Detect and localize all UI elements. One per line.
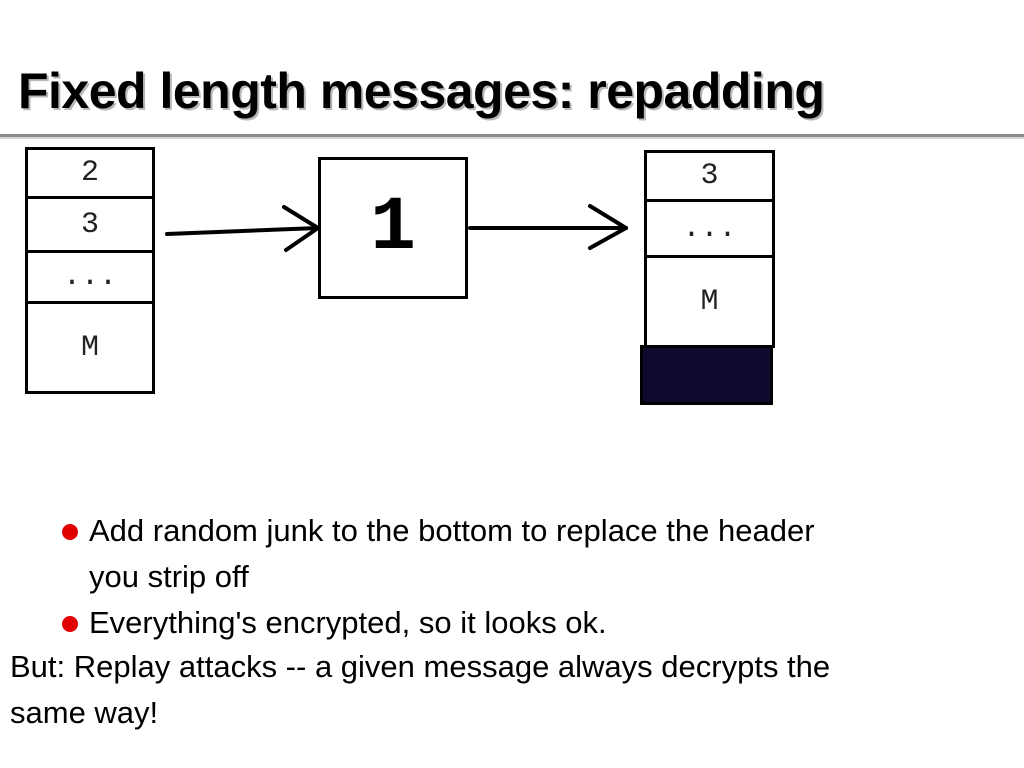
bullet-line: Everything's encrypted, so it looks ok. [89, 605, 607, 640]
bullet-text: Add random junk to the bottom to replace… [89, 508, 989, 600]
slide-title: Fixed length messages: repadding [18, 63, 825, 119]
bullet-dot-icon [62, 616, 78, 632]
arrow-left-to-middle-head [282, 205, 320, 252]
stripped-header-box: 1 [318, 157, 468, 299]
right-cell-ellipsis: ... [644, 199, 775, 258]
title-divider-shadow [0, 137, 1024, 139]
bullet-text: Everything's encrypted, so it looks ok. [89, 600, 989, 646]
left-cell-message: M [25, 301, 155, 394]
bullet-dot-icon [62, 524, 78, 540]
left-cell-ellipsis: ... [25, 250, 155, 304]
conclusion-line-1: But: Replay attacks -- a given message a… [10, 649, 831, 684]
bullet-line: Add random junk to the bottom to replace… [89, 513, 815, 548]
bullet-line: you strip off [89, 559, 249, 594]
arrow-middle-to-right-head [588, 204, 628, 250]
right-cell-header-3: 3 [644, 150, 775, 202]
conclusion-line-2: same way! [10, 695, 159, 730]
random-padding-block [640, 345, 773, 405]
arrow-left-to-middle [165, 226, 320, 236]
title-divider [0, 134, 1024, 137]
left-cell-header-2: 2 [25, 147, 155, 199]
